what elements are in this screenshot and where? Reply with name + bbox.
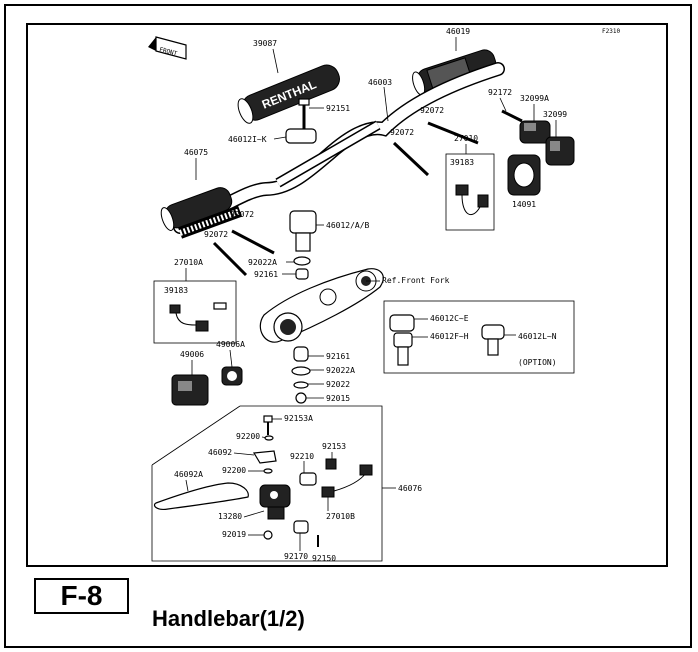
label-92019: 92019 bbox=[222, 530, 246, 539]
label-92022a-a: 92022A bbox=[248, 258, 277, 267]
label-27010a: 27010A bbox=[174, 258, 203, 267]
washer-92022a-lower bbox=[291, 366, 311, 376]
label-92200-b: 92200 bbox=[222, 466, 246, 475]
option-clamp-high-part bbox=[389, 314, 415, 366]
label-46076: 46076 bbox=[398, 484, 422, 493]
holder-49006a-part bbox=[221, 366, 243, 386]
nut-92015 bbox=[295, 392, 307, 404]
left-switch-part bbox=[169, 302, 227, 332]
lever-holder-part bbox=[252, 450, 277, 464]
option-label: (OPTION) bbox=[518, 358, 557, 367]
label-46012i-k: 46012I~K bbox=[228, 135, 267, 144]
label-32099a: 32099A bbox=[520, 94, 549, 103]
clutch-switch-part bbox=[321, 464, 373, 498]
option-clamp-low-part bbox=[481, 324, 505, 356]
label-39087: 39087 bbox=[253, 39, 277, 48]
label-92161-b: 92161 bbox=[326, 352, 350, 361]
upper-triple-clamp-part bbox=[259, 268, 384, 343]
label-27010b: 27010B bbox=[326, 512, 355, 521]
label-92072-c: 92072 bbox=[420, 106, 444, 115]
housing-upper-part bbox=[519, 120, 551, 144]
label-92072-b: 92072 bbox=[204, 230, 228, 239]
switch-group-box bbox=[445, 153, 495, 231]
label-92200-a: 92200 bbox=[236, 432, 260, 441]
label-92072-a: 92072 bbox=[230, 210, 254, 219]
label-46092: 46092 bbox=[208, 448, 232, 457]
label-92153: 92153 bbox=[322, 442, 346, 451]
label-46003: 46003 bbox=[368, 78, 392, 87]
label-92172: 92172 bbox=[488, 88, 512, 97]
label-49006: 49006 bbox=[180, 350, 204, 359]
label-39183-b: 39183 bbox=[164, 286, 188, 295]
label-49006a: 49006A bbox=[216, 340, 245, 349]
label-14091: 14091 bbox=[512, 200, 536, 209]
rubber-92161-upper bbox=[295, 268, 309, 280]
label-ref-front-fork: Ref.Front Fork bbox=[382, 276, 450, 285]
label-92170: 92170 bbox=[284, 552, 308, 561]
front-arrow-icon: FRONT bbox=[148, 36, 187, 60]
page-title: Handlebar(1/2) bbox=[152, 606, 305, 631]
upper-clamp-part bbox=[285, 128, 317, 144]
renthal-grip-part: RENTHAL bbox=[237, 64, 340, 124]
housing-lower-part bbox=[545, 136, 575, 166]
label-46012ab: 46012/A/B bbox=[326, 221, 370, 230]
drawing-number: F2310 bbox=[602, 28, 620, 35]
handlebar-tube-part bbox=[173, 62, 505, 234]
label-46012c-e: 46012C~E bbox=[430, 314, 469, 323]
page-frame: F2310 FRONT RENTHAL 39087 bbox=[4, 4, 692, 648]
throttle-grip-part bbox=[412, 49, 497, 96]
label-92153a: 92153A bbox=[284, 414, 313, 423]
exploded-view: F2310 FRONT RENTHAL 39087 bbox=[148, 27, 620, 563]
label-27010: 27010 bbox=[454, 134, 478, 143]
label-13280: 13280 bbox=[218, 512, 242, 521]
engine-stop-switch-part bbox=[455, 184, 489, 216]
washer-92022 bbox=[293, 381, 309, 389]
label-46075: 46075 bbox=[184, 148, 208, 157]
front-arrow-label: FRONT bbox=[158, 46, 178, 58]
label-92210: 92210 bbox=[290, 452, 314, 461]
label-39183-a: 39183 bbox=[450, 158, 474, 167]
option-box bbox=[383, 300, 575, 374]
label-92022a-b: 92022A bbox=[326, 366, 355, 375]
parts-diagram: F2310 FRONT RENTHAL 39087 bbox=[26, 23, 668, 567]
figure-code: F-8 bbox=[34, 578, 129, 614]
holder-49006-part bbox=[171, 374, 209, 406]
label-92015: 92015 bbox=[326, 394, 350, 403]
clutch-group-box bbox=[151, 405, 383, 562]
lever-bracket-part bbox=[259, 484, 291, 520]
label-92151: 92151 bbox=[326, 104, 350, 113]
clutch-lever-part bbox=[153, 482, 249, 510]
label-32099: 32099 bbox=[543, 110, 567, 119]
label-92022: 92022 bbox=[326, 380, 350, 389]
cable-guide-part bbox=[507, 154, 541, 196]
handlebar-holder-part bbox=[289, 210, 317, 252]
switch-group-box-left bbox=[153, 280, 237, 344]
label-46092a: 46092A bbox=[174, 470, 203, 479]
label-46012l-n: 46012L~N bbox=[518, 332, 557, 341]
label-92161-a: 92161 bbox=[254, 270, 278, 279]
label-46012f-h: 46012F~H bbox=[430, 332, 469, 341]
rubber-92161-lower bbox=[293, 346, 309, 362]
label-92150: 92150 bbox=[312, 554, 336, 563]
washer-92022a-upper bbox=[293, 256, 311, 266]
label-92072-d: 92072 bbox=[390, 128, 414, 137]
label-46019: 46019 bbox=[446, 27, 470, 36]
